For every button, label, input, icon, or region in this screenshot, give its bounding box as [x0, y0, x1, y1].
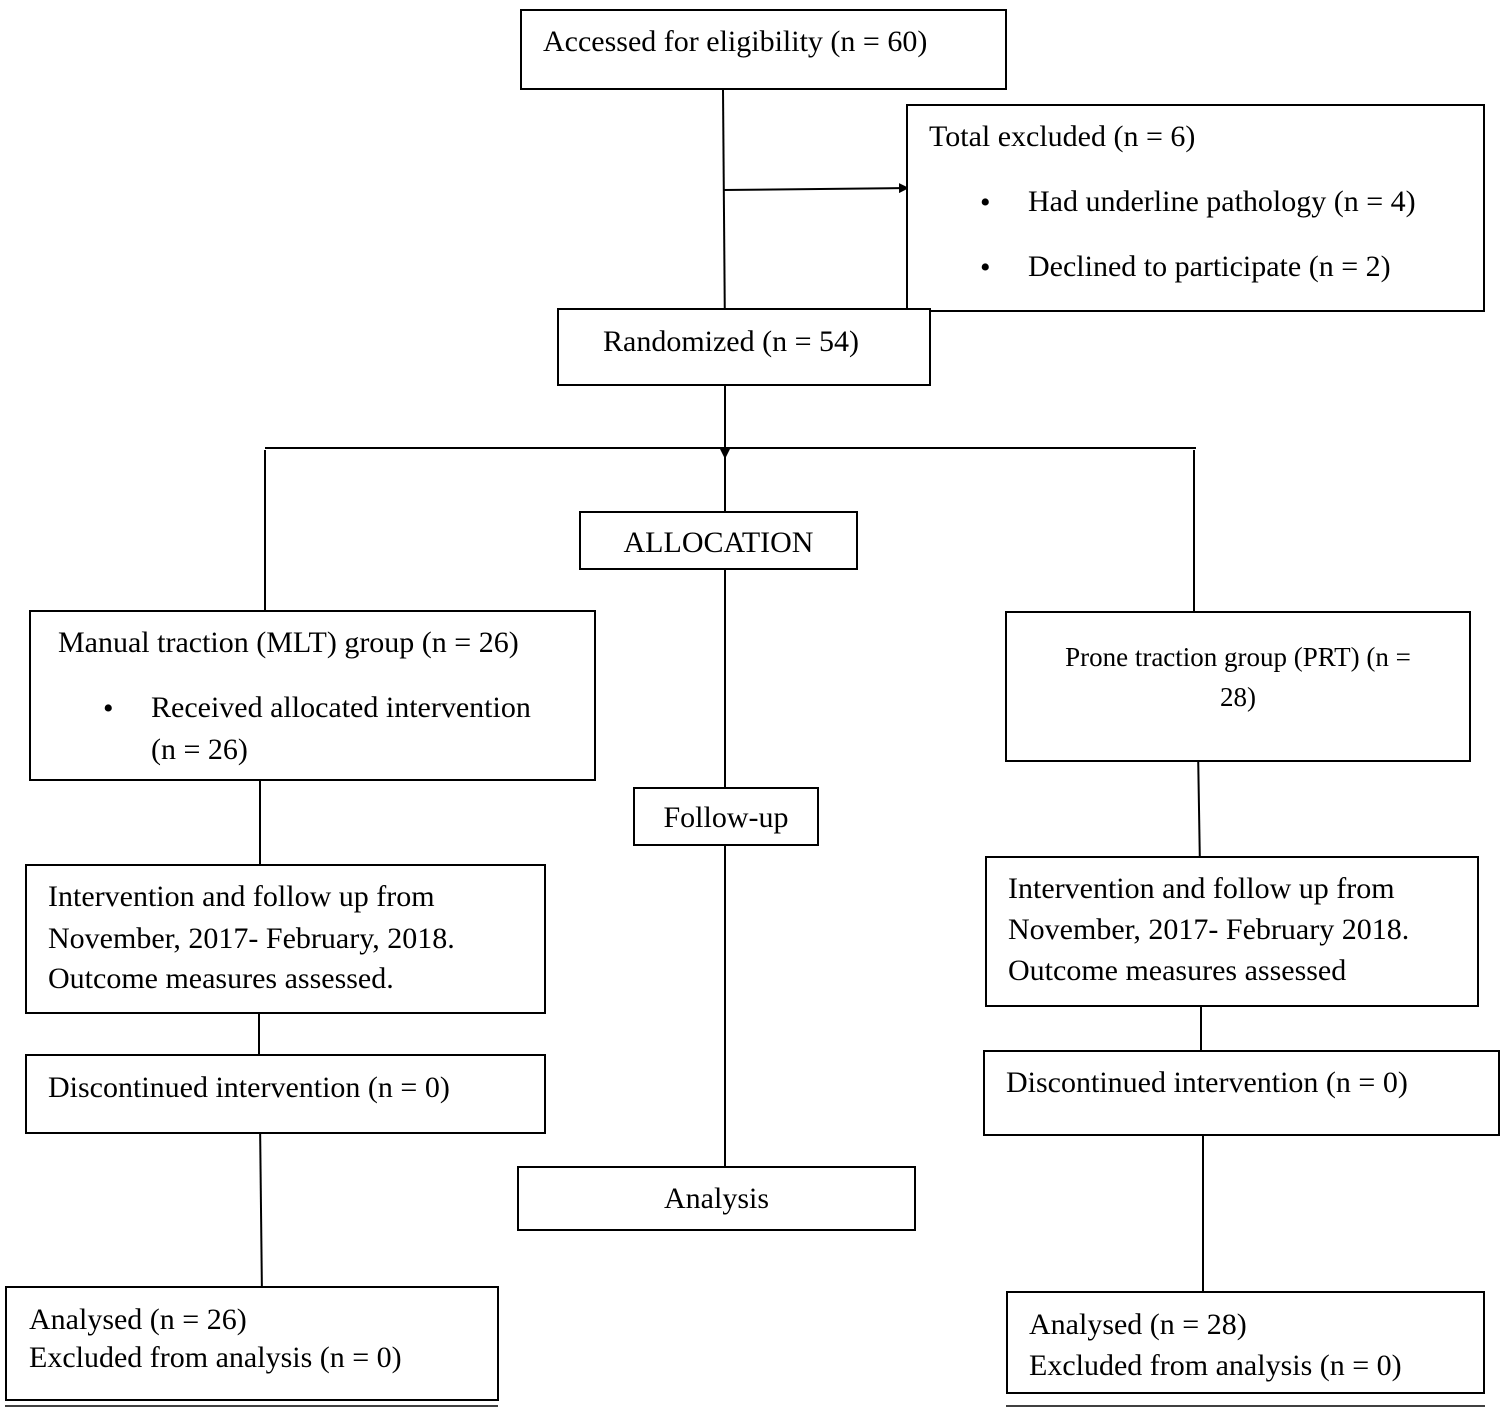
prt-group-box: Prone traction group (PRT) (n = 28): [1005, 611, 1471, 762]
eligibility-box: Accessed for eligibility (n = 60): [520, 9, 1007, 90]
excluded-item-declined: Declined to participate (n = 2): [1028, 250, 1391, 283]
mlt-intervention-line: November, 2017- February, 2018.: [48, 922, 455, 955]
arrow-to-excluded: [722, 183, 909, 194]
bullet-icon: •: [980, 251, 991, 284]
prt-excluded-label: Excluded from analysis (n = 0): [1029, 1349, 1402, 1382]
followup-label: Follow-up: [663, 801, 789, 834]
prt-discontinued-box: Discontinued intervention (n = 0): [983, 1050, 1500, 1136]
excluded-box: Total excluded (n = 6) • Had underline p…: [906, 104, 1485, 312]
analysis-box: Analysis: [517, 1166, 916, 1231]
allocation-box: ALLOCATION: [579, 511, 858, 570]
mlt-intervention-line: Intervention and follow up from: [48, 880, 435, 913]
mlt-excluded-label: Excluded from analysis (n = 0): [29, 1341, 402, 1374]
arrow-eligibility-to-randomized: [719, 89, 730, 339]
bullet-icon: •: [980, 186, 991, 219]
mlt-discontinued-label: Discontinued intervention (n = 0): [48, 1071, 450, 1104]
randomized-label: Randomized (n = 54): [603, 325, 860, 358]
bullet-icon: •: [103, 692, 114, 725]
prt-intervention-line: Intervention and follow up from: [1008, 872, 1395, 905]
mlt-group-label: Manual traction (MLT) group (n = 26): [58, 626, 519, 659]
prt-analysed-box: Analysed (n = 28) Excluded from analysis…: [1006, 1291, 1485, 1394]
mlt-analysed-box: Analysed (n = 26) Excluded from analysis…: [5, 1286, 499, 1401]
analysis-label: Analysis: [664, 1182, 769, 1215]
prt-group-line1: Prone traction group (PRT) (n =: [1065, 642, 1411, 672]
prt-group-line2: 28): [1220, 682, 1256, 712]
arrow-prt-to-intervention: [1194, 747, 1205, 870]
prt-intervention-line: Outcome measures assessed: [1008, 954, 1347, 987]
excluded-title: Total excluded (n = 6): [929, 120, 1196, 153]
mlt-received-line2: (n = 26): [151, 733, 248, 766]
followup-box: Follow-up: [633, 787, 819, 846]
mlt-intervention-line: Outcome measures assessed.: [48, 962, 394, 995]
prt-intervention-line: November, 2017- February 2018.: [1008, 913, 1410, 946]
prt-analysed-label: Analysed (n = 28): [1029, 1308, 1247, 1341]
mlt-discontinued-box: Discontinued intervention (n = 0): [25, 1054, 546, 1134]
prt-discontinued-label: Discontinued intervention (n = 0): [1006, 1066, 1408, 1099]
mlt-analysed-label: Analysed (n = 26): [29, 1303, 247, 1336]
randomized-box: Randomized (n = 54): [557, 308, 931, 386]
prt-intervention-box: Intervention and follow up from November…: [985, 856, 1479, 1007]
mlt-received-line1: Received allocated intervention: [151, 691, 531, 724]
allocation-label: ALLOCATION: [623, 526, 814, 559]
excluded-item-pathology: Had underline pathology (n = 4): [1028, 185, 1416, 218]
mlt-group-box: Manual traction (MLT) group (n = 26) • R…: [29, 610, 596, 781]
arrow-mlt-discontinued-to-analysed: [256, 1119, 267, 1299]
mlt-intervention-box: Intervention and follow up from November…: [25, 864, 546, 1014]
eligibility-label: Accessed for eligibility (n = 60): [543, 25, 928, 58]
